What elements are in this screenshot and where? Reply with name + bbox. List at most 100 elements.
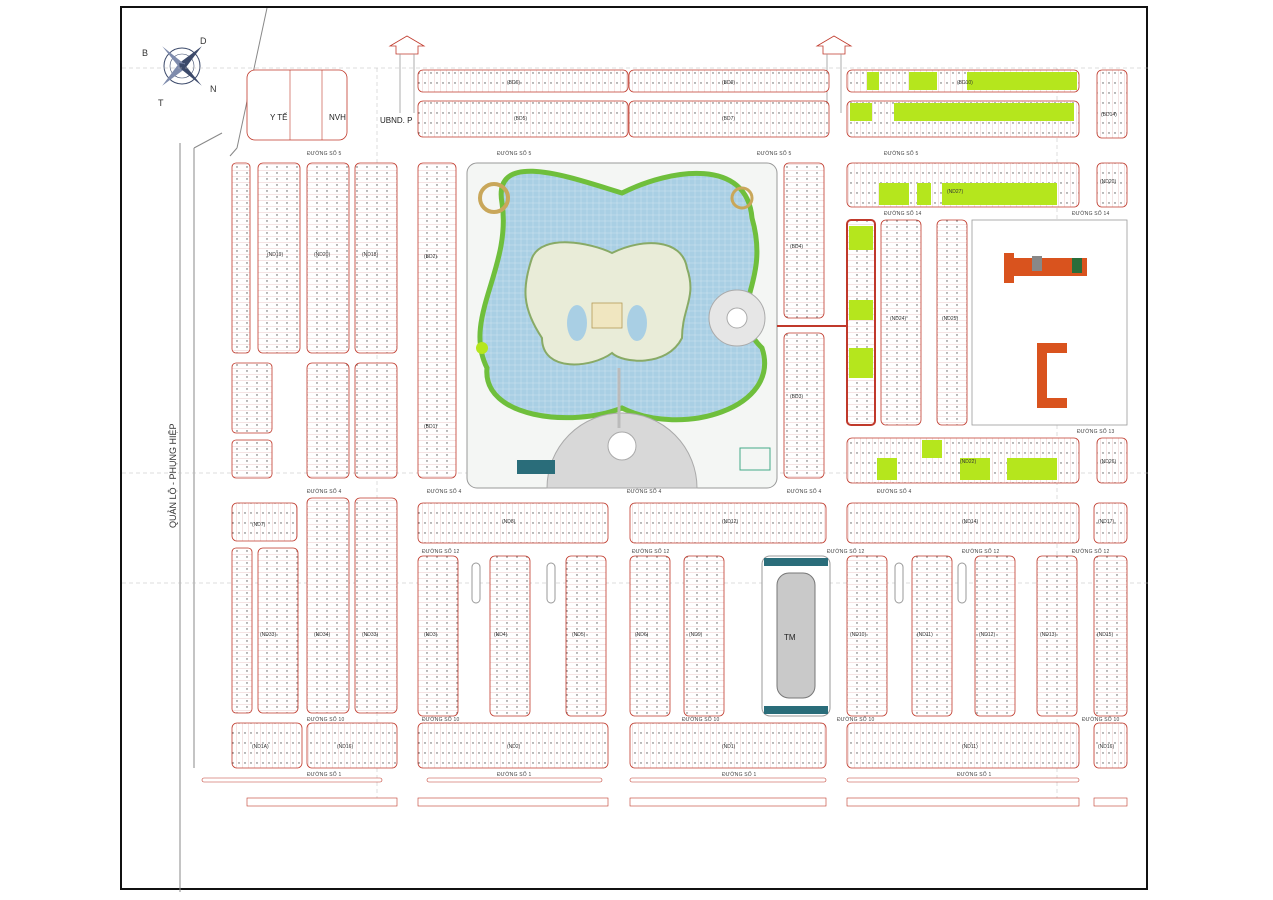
svg-text:(ND22): (ND22)	[960, 459, 976, 465]
svg-text:(ND26): (ND26)	[1100, 459, 1116, 465]
facility-block: Y TẾ NVH UBND. P	[246, 69, 412, 141]
block-bd9: (BD9)	[628, 69, 830, 93]
svg-text:(ND19): (ND19)	[267, 252, 283, 258]
svg-text:ĐƯỜNG SỐ 12: ĐƯỜNG SỐ 12	[827, 548, 864, 555]
svg-text:(ND10): (ND10)	[850, 632, 866, 638]
block-bd14: (BD14)	[1096, 69, 1128, 139]
compass-t: T	[158, 98, 164, 108]
block-nd17: (ND17)	[1093, 502, 1128, 544]
svg-text:ĐƯỜNG SỐ 12: ĐƯỜNG SỐ 12	[632, 548, 669, 555]
svg-text:ĐƯỜNG SỐ 4: ĐƯỜNG SỐ 4	[427, 488, 461, 495]
block-nd26: (ND26)	[1096, 437, 1128, 484]
svg-text:(BD4): (BD4)	[790, 244, 803, 250]
block-nd18: (ND18)	[354, 162, 398, 354]
main-road-label: QUẢN LỘ - PHỤNG HIỆP	[167, 423, 178, 528]
block-nd16-left: (ND16)	[306, 722, 398, 769]
svg-text:ĐƯỜNG SỐ 13: ĐƯỜNG SỐ 13	[1077, 428, 1114, 435]
entrance-arrow-icon	[388, 35, 853, 113]
svg-text:(BD9): (BD9)	[722, 80, 735, 86]
svg-text:ĐƯỜNG SỐ 10: ĐƯỜNG SỐ 10	[422, 716, 459, 723]
svg-text:ĐƯỜNG SỐ 12: ĐƯỜNG SỐ 12	[422, 548, 459, 555]
compass-d: D	[200, 36, 207, 46]
block-nd22: (ND22)	[846, 437, 1080, 484]
block-nd25: (ND25)	[936, 219, 968, 426]
svg-text:(ND11): (ND11)	[917, 632, 933, 638]
commercial-tm: TM	[761, 555, 831, 717]
central-park	[466, 162, 778, 489]
svg-text:(ND13): (ND13)	[1040, 632, 1056, 638]
svg-text:ĐƯỜNG SỐ 10: ĐƯỜNG SỐ 10	[1082, 716, 1119, 723]
svg-text:(ND14): (ND14)	[962, 519, 978, 525]
facility-ubnd: UBND. P	[380, 116, 412, 125]
svg-text:(ND25): (ND25)	[942, 316, 958, 322]
block-nd1: (ND1)	[629, 722, 827, 769]
block-nd1a: (ND1A)	[231, 722, 303, 769]
block-nd2: (ND2)	[417, 722, 609, 769]
svg-text:ĐƯỜNG SỐ 12: ĐƯỜNG SỐ 12	[1072, 548, 1109, 555]
svg-text:(ND18): (ND18)	[362, 252, 378, 258]
svg-text:(BD2): (BD2)	[424, 254, 437, 260]
compass-rose-icon: D B T N	[142, 36, 217, 108]
block-bd7: (BD7)	[628, 100, 830, 138]
block-nd20-left	[231, 362, 398, 479]
svg-text:ĐƯỜNG SỐ 4: ĐƯỜNG SỐ 4	[627, 488, 661, 495]
school-area	[971, 219, 1128, 426]
svg-text:(BD7): (BD7)	[722, 116, 735, 122]
block-nd14: (ND14)	[846, 502, 1080, 544]
svg-text:(ND24): (ND24)	[890, 316, 906, 322]
block-nd8: (ND8)	[417, 502, 609, 544]
svg-text:(ND16): (ND16)	[1098, 744, 1114, 750]
block-bd2: (BD2) (BD1)	[417, 162, 457, 479]
svg-text:(ND6): (ND6)	[635, 632, 649, 638]
svg-text:(BD14): (BD14)	[1101, 112, 1117, 118]
block-nd20: (ND20)	[306, 162, 350, 354]
facility-nvh: NVH	[329, 113, 346, 122]
svg-text:ĐƯỜNG SỐ 4: ĐƯỜNG SỐ 4	[877, 488, 911, 495]
svg-text:(ND20): (ND20)	[314, 252, 330, 258]
lower-vertical-blocks: (ND33) (ND34) (ND33) (ND3) (ND4) (ND5) (…	[231, 497, 1128, 717]
svg-text:(ND3): (ND3)	[424, 632, 438, 638]
block-bd10: (BD10)	[846, 69, 1080, 93]
svg-text:(ND33): (ND33)	[260, 632, 276, 638]
svg-text:(ND12): (ND12)	[722, 519, 738, 525]
svg-text:(ND33): (ND33)	[362, 632, 378, 638]
svg-text:(BD1): (BD1)	[424, 424, 437, 430]
svg-text:ĐƯỜNG SỐ 10: ĐƯỜNG SỐ 10	[837, 716, 874, 723]
svg-text:(ND1): (ND1)	[722, 744, 736, 750]
block-nd12: (ND12)	[629, 502, 827, 544]
block-nd16-right: (ND16)	[1093, 722, 1128, 769]
svg-text:ĐƯỜNG SỐ 14: ĐƯỜNG SỐ 14	[1072, 210, 1109, 217]
site-plan-map: QUẢN LỘ - PHỤNG HIỆP D B T N Y TẾ NV	[122, 8, 1150, 892]
svg-text:ĐƯỜNG SỐ 12: ĐƯỜNG SỐ 12	[962, 548, 999, 555]
block-bd5: (BD5)	[417, 100, 629, 138]
svg-text:(BD3): (BD3)	[790, 394, 803, 400]
svg-text:(ND5): (ND5)	[572, 632, 586, 638]
block-bd6: (BD6)	[417, 69, 629, 93]
svg-text:(ND34): (ND34)	[314, 632, 330, 638]
svg-text:(ND16): (ND16)	[337, 744, 353, 750]
svg-text:(ND7): (ND7)	[252, 522, 266, 528]
svg-text:ĐƯỜNG SỐ 1: ĐƯỜNG SỐ 1	[722, 771, 756, 778]
svg-text:(ND12): (ND12)	[979, 632, 995, 638]
svg-text:ĐƯỜNG SỐ 1: ĐƯỜNG SỐ 1	[497, 771, 531, 778]
svg-text:ĐƯỜNG SỐ 4: ĐƯỜNG SỐ 4	[787, 488, 821, 495]
svg-text:(ND4): (ND4)	[494, 632, 508, 638]
block-nd20-tr: (ND20)	[1096, 162, 1128, 208]
svg-text:(ND11): (ND11)	[962, 744, 978, 750]
block-nd7: (ND7)	[231, 502, 298, 542]
compass-n: N	[210, 84, 217, 94]
street-label: ĐƯỜNG SỐ 5	[497, 150, 531, 157]
svg-text:(ND17): (ND17)	[1098, 519, 1114, 525]
street-label: ĐƯỜNG SỐ 5	[307, 150, 341, 157]
svg-text:ĐƯỜNG SỐ 10: ĐƯỜNG SỐ 10	[307, 716, 344, 723]
block-nd11-bottom: (ND11)	[846, 722, 1080, 769]
tm-label: TM	[784, 633, 796, 642]
svg-text:ĐƯỜNG SỐ 14: ĐƯỜNG SỐ 14	[884, 210, 921, 217]
svg-text:(ND8): (ND8)	[502, 519, 516, 525]
svg-text:(ND15): (ND15)	[1097, 632, 1113, 638]
svg-text:(BD6): (BD6)	[507, 80, 520, 86]
block-nd27: (ND27)	[846, 162, 1080, 208]
block-bd3: (BD3)	[783, 332, 825, 479]
facility-yte: Y TẾ	[270, 112, 288, 122]
svg-text:(ND9): (ND9)	[689, 632, 703, 638]
